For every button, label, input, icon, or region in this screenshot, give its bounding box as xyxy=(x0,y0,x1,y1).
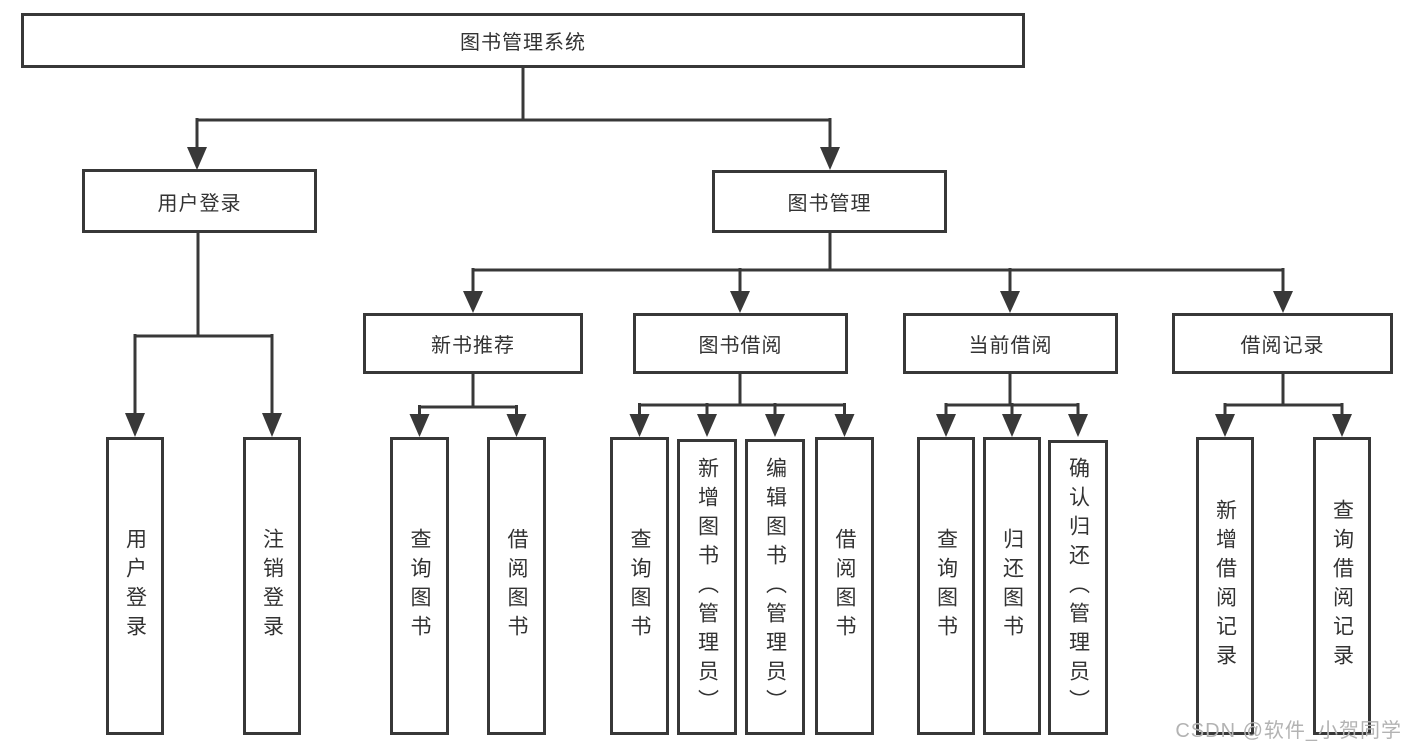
node-borrow-records: 借阅记录 xyxy=(1172,313,1393,374)
leaf-borrow-book: 借阅图书 xyxy=(815,437,874,735)
node-book-management: 图书管理 xyxy=(712,170,947,233)
node-borrow-records-label: 借阅记录 xyxy=(1240,335,1325,357)
node-root-system: 图书管理系统 xyxy=(21,13,1025,68)
node-book-management-label: 图书管理 xyxy=(787,193,872,215)
node-book-borrow: 图书借阅 xyxy=(633,313,848,374)
leaf-user-login: 用户登录 xyxy=(106,437,164,735)
leaf-add-book-admin-label: 新增图书（管理员） xyxy=(695,456,719,718)
leaf-query-borrow-record-label: 查询借阅记录 xyxy=(1330,499,1354,673)
leaf-query-book-current-label: 查询图书 xyxy=(934,528,958,644)
leaf-query-borrow-record: 查询借阅记录 xyxy=(1313,437,1371,735)
leaf-logout-label: 注销登录 xyxy=(260,528,284,644)
node-new-book-recommend-label: 新书推荐 xyxy=(431,335,515,357)
leaf-add-borrow-record: 新增借阅记录 xyxy=(1196,437,1254,735)
leaf-confirm-return-admin: 确认归还（管理员） xyxy=(1048,440,1108,735)
node-book-borrow-label: 图书借阅 xyxy=(698,335,783,357)
leaf-edit-book-admin-label: 编辑图书（管理员） xyxy=(763,456,787,718)
node-current-borrow-label: 当前借阅 xyxy=(968,335,1053,357)
leaf-return-book: 归还图书 xyxy=(983,437,1041,735)
node-root-label: 图书管理系统 xyxy=(460,32,586,54)
leaf-edit-book-admin: 编辑图书（管理员） xyxy=(745,439,805,735)
leaf-confirm-return-admin-label: 确认归还（管理员） xyxy=(1066,457,1090,718)
leaf-query-book-borrow-label: 查询图书 xyxy=(628,528,651,644)
node-user-login-label: 用户登录 xyxy=(157,192,242,215)
node-current-borrow: 当前借阅 xyxy=(903,313,1118,374)
leaf-add-borrow-record-label: 新增借阅记录 xyxy=(1213,499,1237,673)
leaf-user-login-label: 用户登录 xyxy=(123,528,147,644)
node-user-login: 用户登录 xyxy=(82,169,317,233)
leaf-query-book-recommend: 查询图书 xyxy=(390,437,449,735)
leaf-borrow-book-recommend: 借阅图书 xyxy=(487,437,546,735)
leaf-add-book-admin: 新增图书（管理员） xyxy=(677,439,737,735)
leaf-query-book-current: 查询图书 xyxy=(917,437,975,735)
leaf-query-book-recommend-label: 查询图书 xyxy=(408,528,431,644)
leaf-query-book-borrow: 查询图书 xyxy=(610,437,669,735)
leaf-logout: 注销登录 xyxy=(243,437,301,735)
leaf-borrow-book-label: 借阅图书 xyxy=(833,528,856,644)
node-new-book-recommend: 新书推荐 xyxy=(363,313,583,374)
leaf-borrow-book-recommend-label: 借阅图书 xyxy=(505,528,528,644)
leaf-return-book-label: 归还图书 xyxy=(1000,528,1024,644)
